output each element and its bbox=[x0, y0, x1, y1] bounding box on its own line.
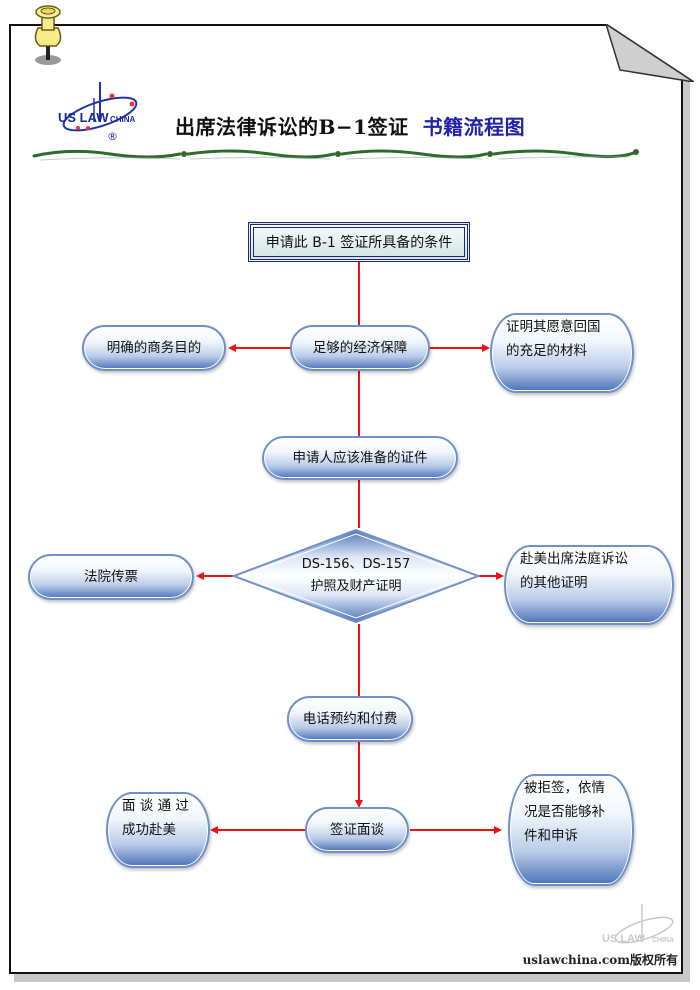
logo-registered-mark: ® bbox=[107, 130, 118, 143]
svg-text:CHINA: CHINA bbox=[652, 937, 674, 944]
node-phone-appointment: 电话预约和付费 bbox=[287, 696, 413, 742]
node-business-purpose-label: 明确的商务目的 bbox=[106, 340, 202, 356]
node-return-evidence-line-1: 证明其愿意回国 bbox=[506, 319, 601, 335]
node-court-subpoena-label: 法院传票 bbox=[84, 569, 138, 585]
node-other-litigation-proof-line-2: 的其他证明 bbox=[520, 575, 588, 591]
title-sub: 书籍流程图 bbox=[422, 115, 526, 139]
node-visa-interview: 签证面谈 bbox=[305, 807, 409, 853]
node-economic-guarantee: 足够的经济保障 bbox=[290, 325, 430, 371]
node-visa-refused-line-1: 被拒签，依情 bbox=[524, 780, 605, 796]
node-economic-guarantee-label: 足够的经济保障 bbox=[312, 340, 408, 356]
node-required-documents: 申请人应该准备的证件 bbox=[262, 436, 458, 480]
node-interview-passed: 面 谈 通 过 成功赴美 bbox=[106, 792, 210, 868]
node-other-litigation-proof: 赴美出席法庭诉讼 的其他证明 bbox=[504, 545, 674, 625]
flow-start-box: 申请此 B-1 签证所具备的条件 bbox=[248, 222, 470, 262]
node-other-litigation-proof-line-1: 赴美出席法庭诉讼 bbox=[520, 551, 628, 567]
node-interview-passed-line-1: 面 谈 通 过 bbox=[122, 798, 189, 814]
node-forms-decision-line-1: DS-156、DS-157 bbox=[301, 557, 411, 572]
watermark-logo-icon: US LAW CHINA bbox=[602, 904, 674, 945]
node-return-evidence-line-2: 的充足的材料 bbox=[506, 343, 587, 359]
title-main: 出席法律诉讼的B−1签证 bbox=[175, 115, 409, 139]
copyright-footer: uslawchina.com版权所有 bbox=[522, 953, 678, 967]
logo-mark-icon: US LAW CHINA bbox=[58, 82, 138, 132]
node-phone-appointment-label: 电话预约和付费 bbox=[302, 711, 398, 727]
svg-text:US LAW: US LAW bbox=[602, 933, 645, 945]
pushpin-icon bbox=[34, 5, 62, 65]
node-return-evidence: 证明其愿意回国 的充足的材料 bbox=[490, 313, 634, 393]
vine-divider bbox=[32, 149, 639, 161]
node-interview-passed-line-2: 成功赴美 bbox=[122, 822, 176, 838]
page-title: 出席法律诉讼的B−1签证书籍流程图 bbox=[175, 111, 525, 140]
node-forms-decision-line-2: 护照及财产证明 bbox=[310, 579, 402, 594]
node-visa-refused: 被拒签，依情 况是否能够补 件和申诉 bbox=[508, 774, 634, 886]
node-required-documents-label: 申请人应该准备的证件 bbox=[292, 450, 428, 466]
diamond-shape bbox=[231, 528, 481, 624]
node-visa-refused-line-2: 况是否能够补 bbox=[524, 804, 605, 820]
svg-text:CHINA: CHINA bbox=[110, 115, 136, 124]
node-forms-decision: DS-156、DS-157 护照及财产证明 bbox=[231, 528, 481, 624]
node-business-purpose: 明确的商务目的 bbox=[82, 325, 226, 371]
uslawchina-logo: US LAW CHINA ® bbox=[48, 78, 148, 144]
node-visa-refused-line-3: 件和申诉 bbox=[524, 828, 578, 844]
folded-corner-icon bbox=[606, 24, 694, 82]
logo-text: US LAW bbox=[58, 110, 109, 125]
node-visa-interview-label: 签证面谈 bbox=[330, 822, 384, 838]
node-court-subpoena: 法院传票 bbox=[28, 554, 194, 600]
